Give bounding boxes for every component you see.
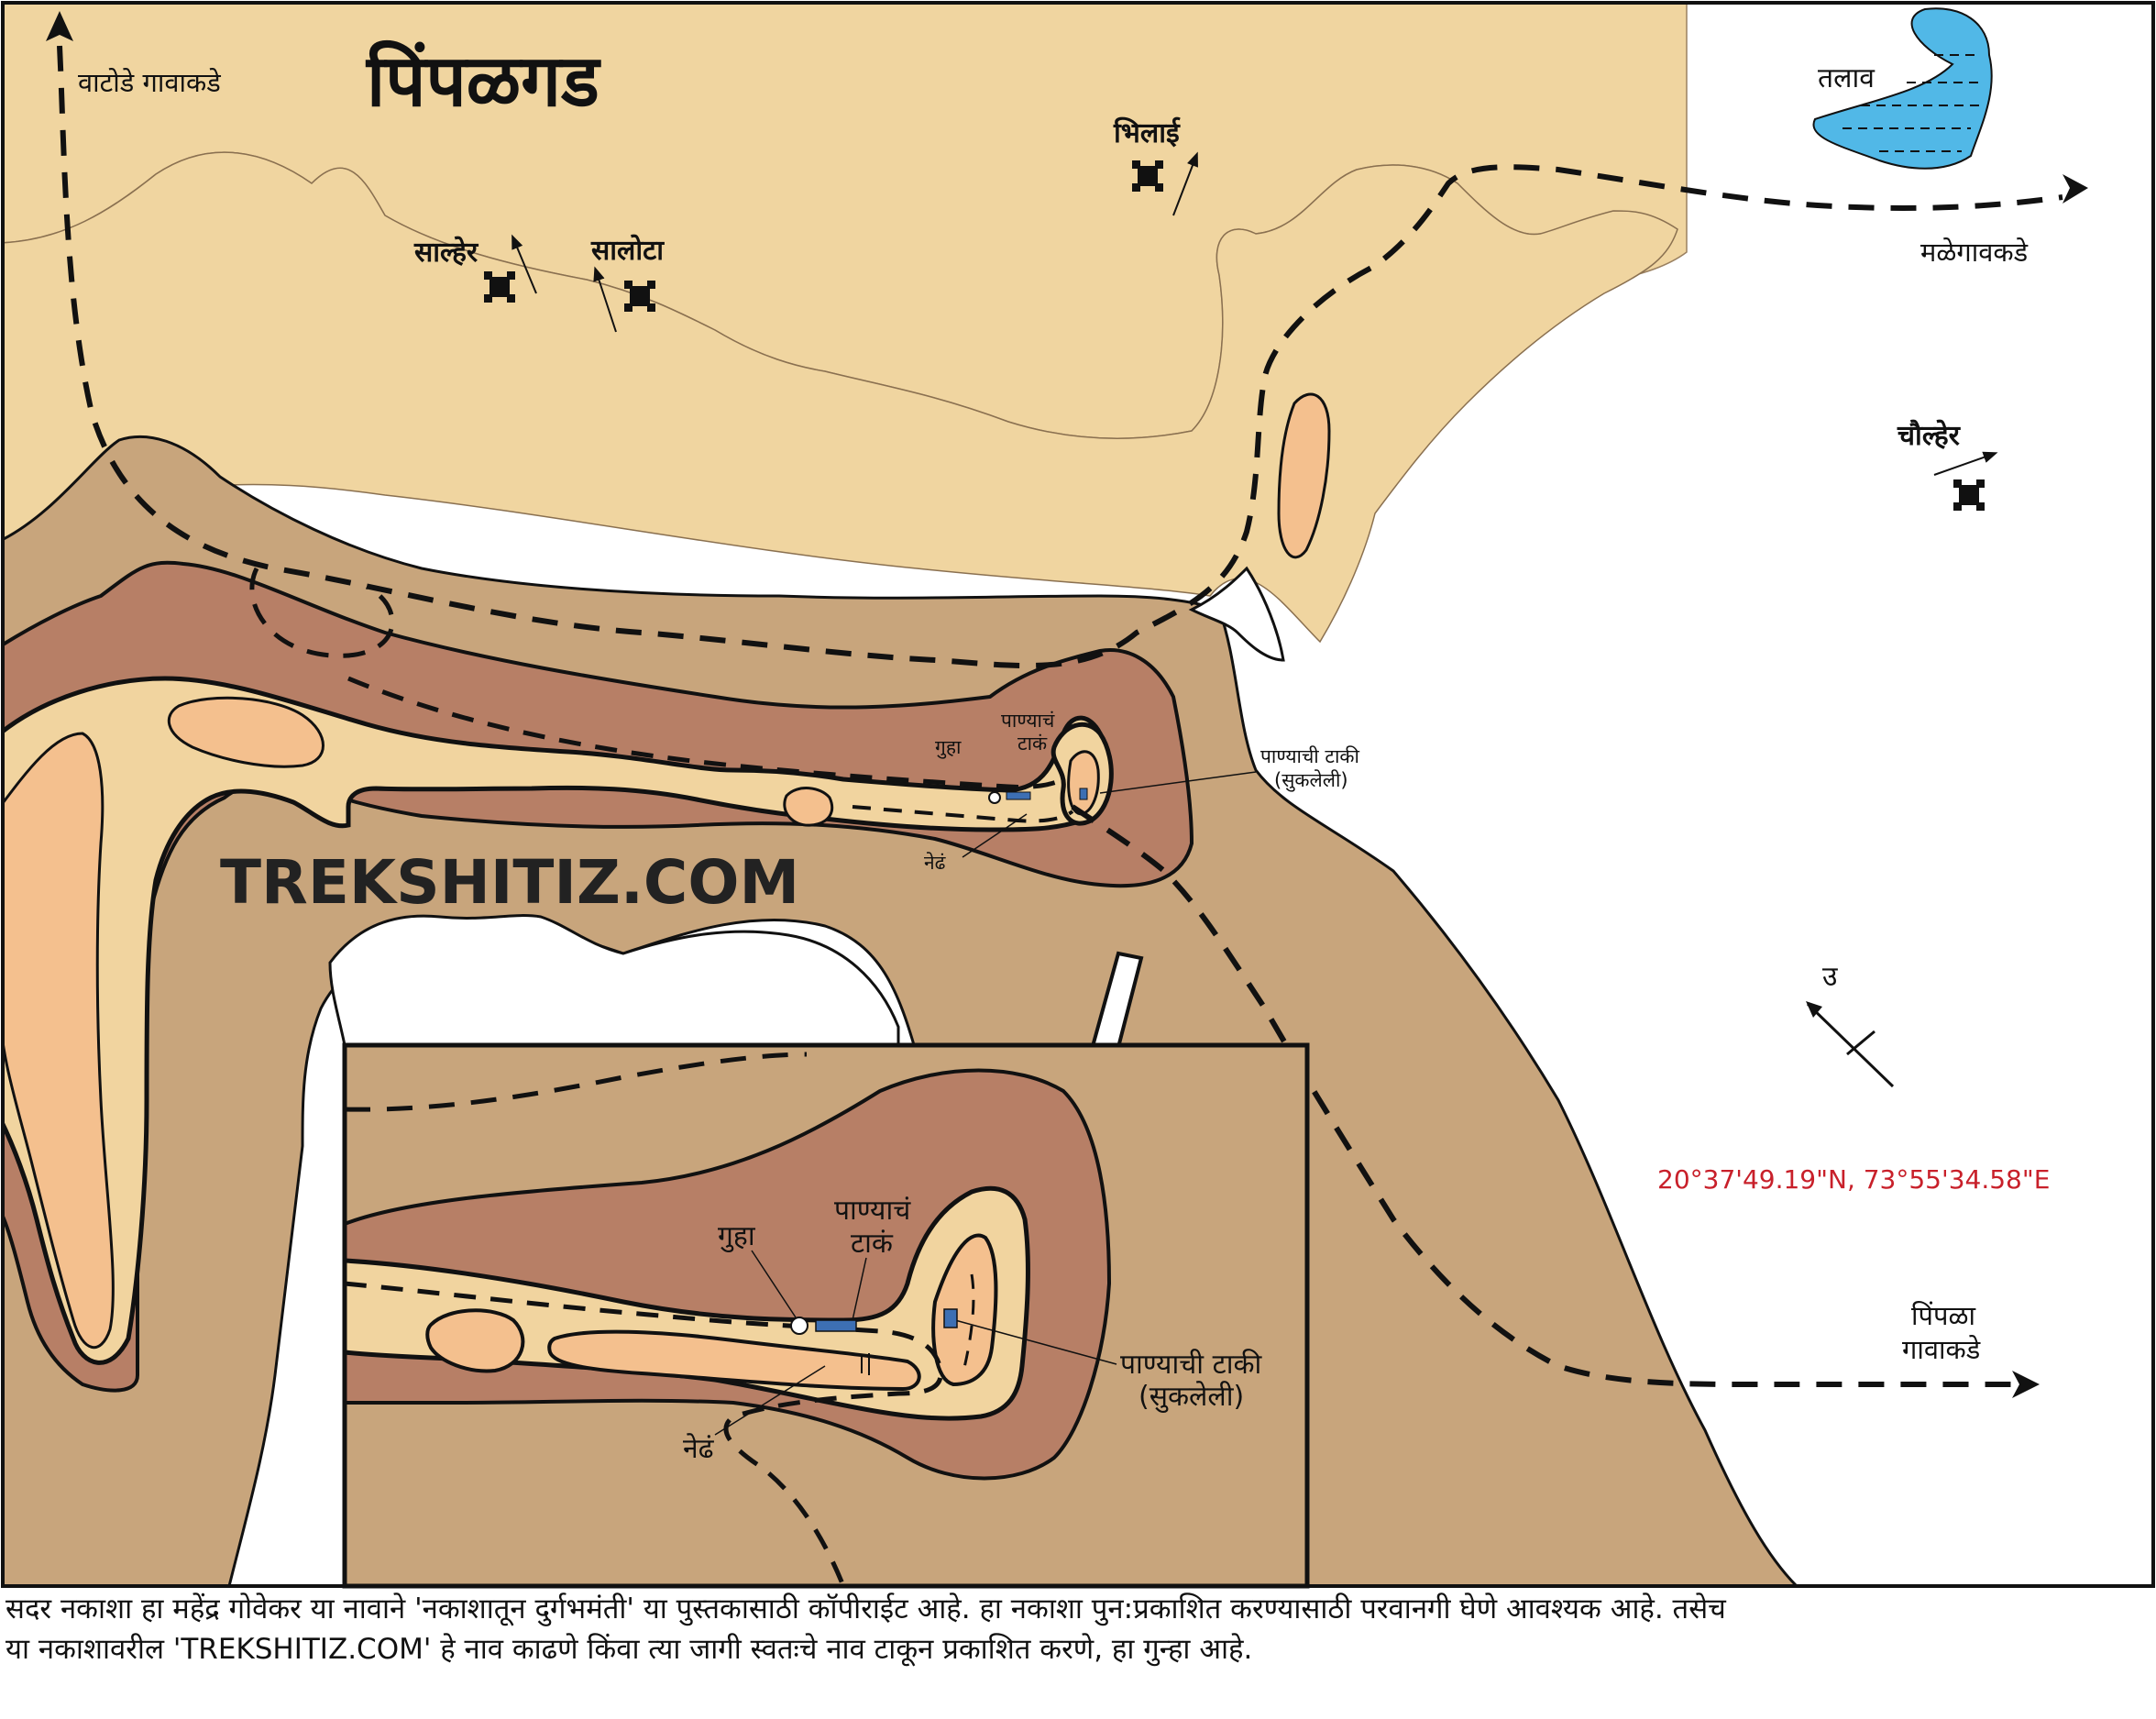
terrain-patch — [3, 732, 115, 1350]
terrain-summit-peach — [1067, 750, 1100, 816]
water-tank-icon — [815, 1319, 857, 1332]
water-tank-icon — [1006, 791, 1031, 800]
inset-path — [961, 1273, 975, 1376]
trek-path-arrowhead — [2062, 174, 2088, 204]
trek-path-ridge — [347, 676, 1065, 789]
fort-label-bhilai: भिलाई — [1113, 116, 1181, 149]
label-water-tank: पाण्याचं — [1001, 710, 1055, 732]
terrain-ridge-band — [3, 151, 1678, 644]
north-arrow — [1806, 1001, 1895, 1088]
terrain-patch — [783, 787, 834, 827]
label-cave: गुहा — [935, 736, 962, 759]
inset-label-cave: गुहा — [718, 1220, 756, 1253]
trek-path-loop — [249, 567, 395, 658]
trek-path-arrowhead — [2012, 1371, 2040, 1398]
label-dry-tanks: (सुकलेली) — [1274, 769, 1348, 792]
coordinates: 20°37'49.19"N, 73°55'34.58"E — [1657, 1164, 2050, 1195]
nedha-icon — [861, 1353, 870, 1375]
footer-line: या नकाशावरील 'TREKSHITIZ.COM' हे नाव काढ… — [6, 1633, 1253, 1666]
inset-path — [345, 1281, 943, 1586]
label-dry-tanks: पाण्याची टाकी — [1260, 745, 1360, 767]
cave-icon — [988, 791, 1001, 804]
footer-line: सदर नकाशा हा महेंद्र गोवेकर या नावाने 'न… — [6, 1592, 1726, 1625]
fort-label-salher: साल्हेर — [413, 236, 479, 269]
inset-label-water-tank: पाण्याचं — [834, 1195, 911, 1227]
inset-border — [342, 1042, 1310, 1589]
fort-icon — [1953, 479, 1985, 511]
inset-label-nedha: नेढं — [683, 1433, 715, 1465]
water-tank-icon — [943, 1308, 958, 1328]
label-nedha: नेढं — [924, 852, 947, 874]
inset-label-dry-tanks: (सुकलेली) — [1138, 1381, 1244, 1414]
label-water-tank: टाकं — [1018, 733, 1048, 755]
inset-label-dry-tanks: पाण्याची टाकी — [1120, 1349, 1263, 1381]
map-title: पिंपळगड — [365, 39, 601, 123]
inset-path — [345, 1052, 808, 1112]
trek-path-south — [1071, 804, 2012, 1388]
terrain-patch — [167, 696, 324, 768]
fort-label-chaulher: चौल्हेर — [1897, 419, 1962, 452]
trek-path-main — [57, 45, 2063, 669]
inset-label-water-tank: टाकं — [851, 1228, 894, 1260]
terrain-valley — [328, 914, 900, 1047]
inset-patch — [425, 1308, 525, 1373]
direction-pimpla: पिंपळा — [1911, 1300, 1975, 1331]
water-tank-icon — [1079, 788, 1088, 800]
direction-vatode: वाटोडे गावाकडे — [78, 67, 221, 98]
terrain-patch — [1277, 392, 1331, 559]
direction-malegaon: मळेगावकडे — [1920, 237, 2029, 268]
direction-pimpla: गावाकडे — [1902, 1334, 1981, 1365]
lake-hatching — [1842, 54, 1985, 152]
trek-path-arrowhead — [46, 11, 73, 41]
north-label: उ — [1822, 961, 1838, 993]
inset-summit — [931, 1233, 998, 1387]
lake-label: तलाव — [1818, 62, 1876, 94]
watermark: TREKSHITIZ.COM — [220, 847, 799, 918]
terrain-gap — [1188, 566, 1285, 662]
cave-icon — [790, 1317, 808, 1335]
fort-label-salota: सालोटा — [590, 234, 665, 267]
inset-patch — [547, 1329, 921, 1392]
inset-map — [345, 1045, 1307, 1586]
trek-path-ridge-lower — [852, 805, 1074, 823]
copyright-footer: सदर नकाशा हा महेंद्र गोवेकर या नावाने 'न… — [6, 1589, 2150, 1669]
